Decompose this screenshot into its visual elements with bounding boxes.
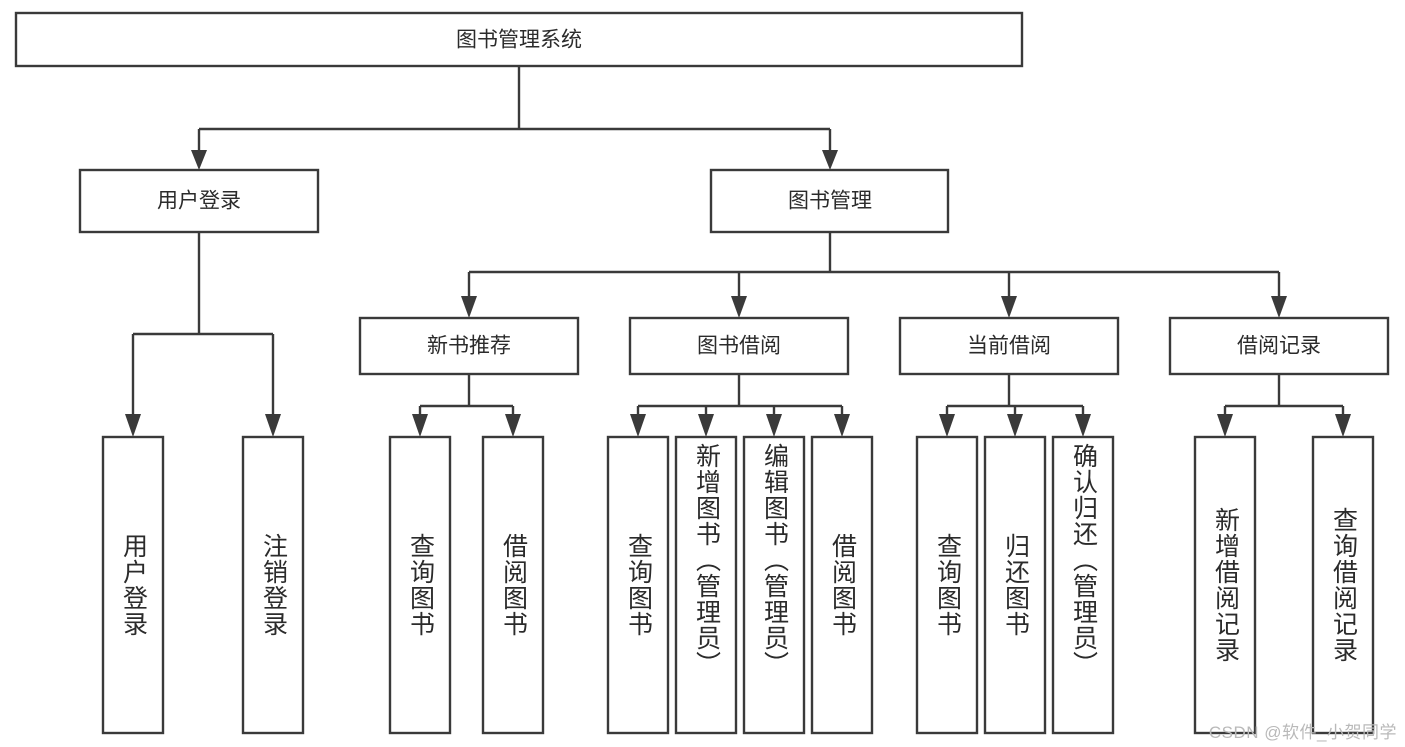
arrow-head-current-borrow	[1001, 296, 1017, 318]
connector-layer	[125, 66, 1351, 437]
arrow-head-leaf-return-book	[1007, 414, 1023, 437]
arrow-head-leaf-borrow-book-1	[505, 414, 521, 437]
arrow-head-leaf-borrow-book-2	[834, 414, 850, 437]
node-borrow-record-rect[interactable]	[1168, 316, 1390, 376]
node-borrow-record[interactable]: 借阅记录	[1168, 316, 1390, 376]
node-new-book-rec-label: 新书推荐	[427, 335, 511, 358]
watermark-text: CSDN @软件_小贺同学	[1208, 723, 1397, 742]
node-root[interactable]: 图书管理系统	[14, 11, 1024, 68]
arrow-head-user-login	[191, 150, 207, 170]
arrow-head-leaf-query-record	[1335, 414, 1351, 437]
node-book-borrow-rect[interactable]	[628, 316, 850, 376]
node-leaf-add-record-rect[interactable]	[1193, 435, 1257, 735]
arrow-head-leaf-query-book-3	[939, 414, 955, 437]
arrow-head-leaf-user-login	[125, 414, 141, 437]
node-user-login-label: 用户登录	[157, 190, 241, 213]
arrow-head-leaf-query-book-2	[630, 414, 646, 437]
node-current-borrow-rect[interactable]	[898, 316, 1120, 376]
arrow-head-new-book-rec	[461, 296, 477, 318]
node-root-label: 图书管理系统	[456, 29, 582, 52]
node-root-rect[interactable]	[14, 11, 1024, 68]
node-book-manage[interactable]: 图书管理	[709, 168, 950, 234]
arrow-head-borrow-record	[1271, 296, 1287, 318]
arrow-head-book-borrow	[731, 296, 747, 318]
node-leaf-edit-book-rect[interactable]	[742, 435, 806, 735]
arrow-head-leaf-query-book-1	[412, 414, 428, 437]
node-leaf-add-book-rect[interactable]	[674, 435, 738, 735]
node-leaf-borrow-book-1-rect[interactable]	[481, 435, 545, 735]
node-new-book-rec[interactable]: 新书推荐	[358, 316, 580, 376]
node-leaf-user-login-rect[interactable]	[101, 435, 165, 735]
node-current-borrow[interactable]: 当前借阅	[898, 316, 1120, 376]
node-leaf-return-book-rect[interactable]	[983, 435, 1047, 735]
node-user-login[interactable]: 用户登录	[78, 168, 320, 234]
node-leaf-query-record-rect[interactable]	[1311, 435, 1375, 735]
node-leaf-logout-rect[interactable]	[241, 435, 305, 735]
node-current-borrow-label: 当前借阅	[967, 335, 1051, 358]
arrow-head-book-manage	[822, 150, 838, 170]
node-new-book-rec-rect[interactable]	[358, 316, 580, 376]
node-book-manage-label: 图书管理	[788, 190, 872, 213]
node-leaf-borrow-book-2-rect[interactable]	[810, 435, 874, 735]
arrow-head-leaf-logout	[265, 414, 281, 437]
node-book-borrow[interactable]: 图书借阅	[628, 316, 850, 376]
node-leaf-query-book-2-rect[interactable]	[606, 435, 670, 735]
node-user-login-rect[interactable]	[78, 168, 320, 234]
node-leaf-query-book-1-rect[interactable]	[388, 435, 452, 735]
node-leaf-confirm-return-rect[interactable]	[1051, 435, 1115, 735]
node-layer: 图书管理系统 用户登录 图书管理 新书推荐 图书借阅 当前	[14, 11, 1390, 735]
node-borrow-record-label: 借阅记录	[1237, 335, 1321, 358]
arrow-head-leaf-confirm-return	[1075, 414, 1091, 437]
arrow-head-leaf-edit-book	[766, 414, 782, 437]
arrow-head-leaf-add-record	[1217, 414, 1233, 437]
node-leaf-query-book-3-rect[interactable]	[915, 435, 979, 735]
arrow-head-leaf-add-book	[698, 414, 714, 437]
node-book-manage-rect[interactable]	[709, 168, 950, 234]
node-book-borrow-label: 图书借阅	[697, 335, 781, 358]
